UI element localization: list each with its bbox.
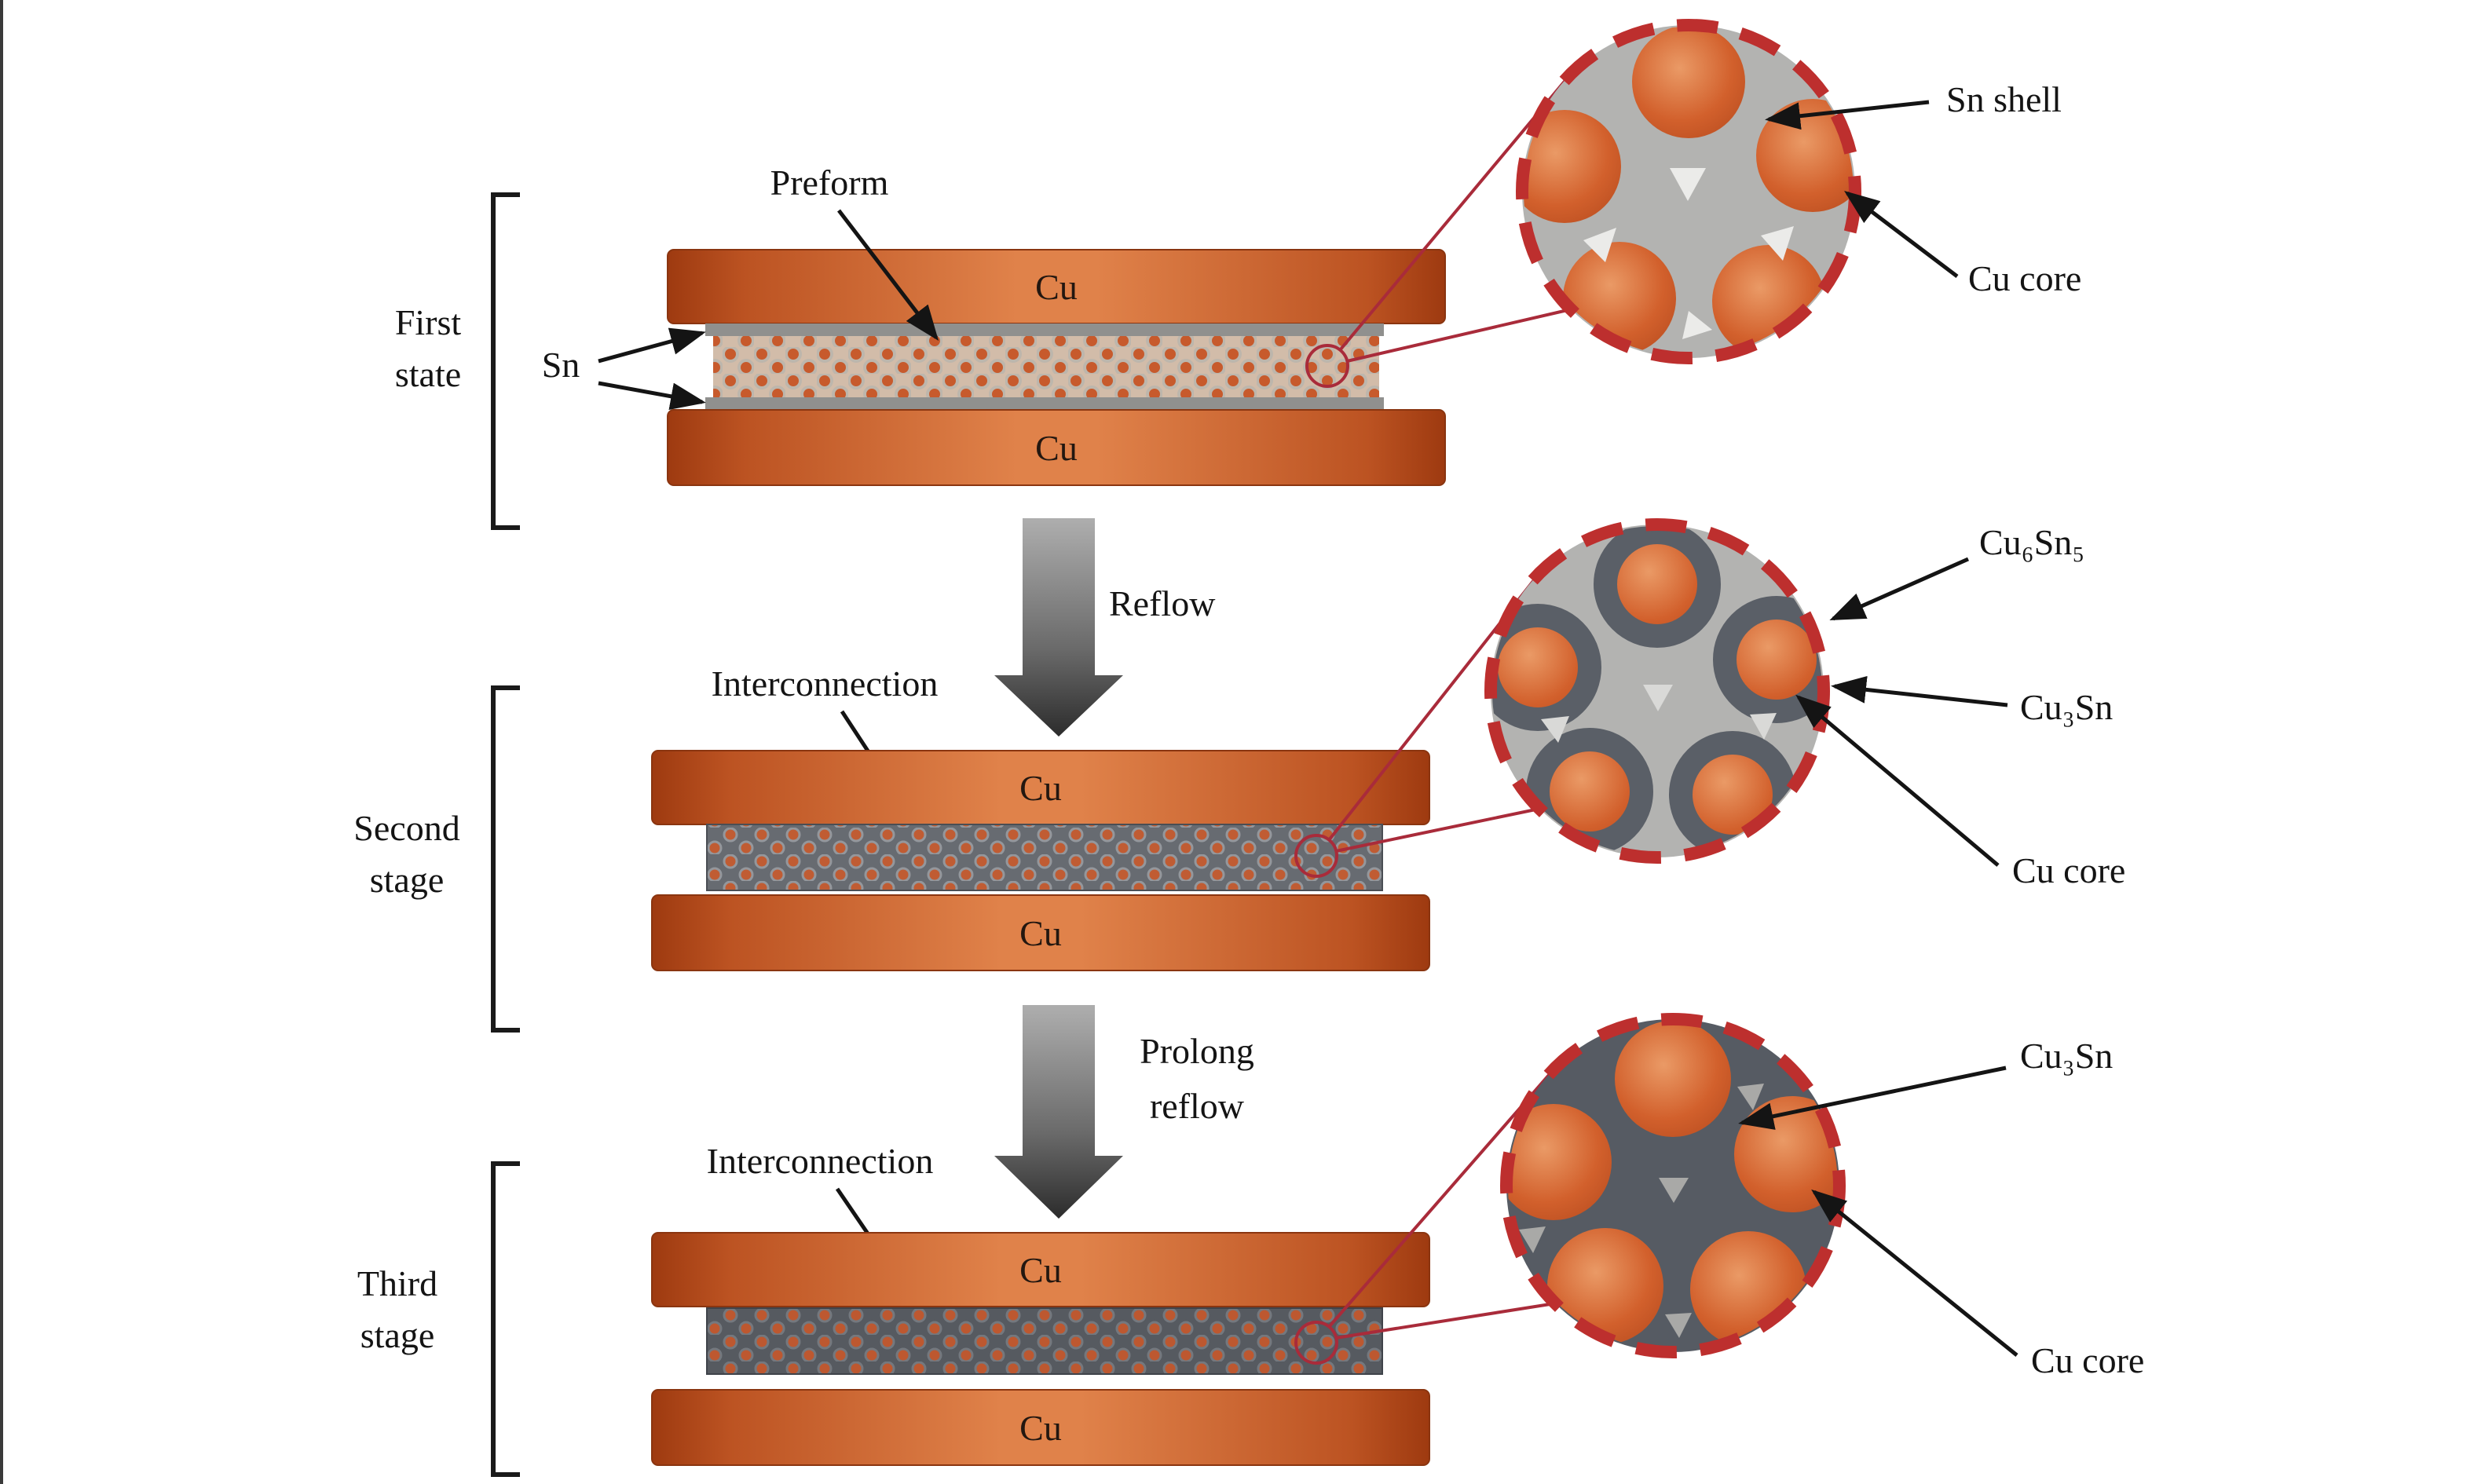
stage1-magnifier-circle — [1305, 344, 1349, 388]
interstitial-void — [1670, 168, 1706, 201]
stage3-cu-bottom-bar — [651, 1389, 1430, 1466]
stage3-interconnection-layer — [706, 1307, 1383, 1375]
stage3-cu-top-label: Cu — [1019, 1250, 1062, 1290]
reflow-label: Reflow — [1109, 583, 1216, 623]
reflow-down-arrow — [994, 518, 1123, 737]
zoom2-dashed-border — [1484, 518, 1830, 864]
stage2-cu-core-pointer-arrow — [1795, 694, 2000, 867]
interstitial-void — [1643, 685, 1673, 711]
stage2-bracket — [491, 685, 520, 1033]
cu-core-ringed — [1492, 604, 1601, 731]
stage3-zoom-circle — [1500, 1013, 1846, 1358]
stage2-interconnection-layer — [706, 824, 1383, 891]
stage1-cu-core-label: Cu core — [1968, 258, 2081, 298]
stage1-zoom-circle — [1516, 19, 1861, 364]
cu3sn-label-stage2: Cu₃Sn — [2020, 687, 2113, 727]
stage2-cu-bottom-label: Cu — [1019, 913, 1062, 953]
stage2-label-line1: Second — [353, 808, 459, 848]
stage2-label-line2: stage — [370, 860, 445, 900]
stage2-group: Second stage Interconnection Cu Cu — [353, 518, 2125, 1033]
residual-tin-speck — [1665, 1313, 1692, 1338]
stage3-cu-top-bar — [651, 1232, 1430, 1307]
sn-shell-pointer-arrow — [1765, 100, 1930, 130]
stage1-cu-top-label: Cu — [1035, 267, 1078, 307]
stage1-sn-label: Sn — [542, 345, 580, 385]
interstitial-void — [1583, 228, 1616, 262]
stage3-cu-core-label: Cu core — [2031, 1340, 2144, 1380]
stage3-cu-core-pointer-arrow — [1811, 1189, 2018, 1357]
stage2-interconnection-label: Interconnection — [712, 663, 939, 704]
stage3-magnifier-circle — [1294, 1321, 1338, 1365]
stage2-cu-core-label: Cu core — [2012, 850, 2125, 890]
residual-tin-speck — [1737, 1084, 1764, 1110]
stage2-zoom-circle — [1484, 518, 1830, 864]
prolong-reflow-label-line2: reflow — [1150, 1086, 1245, 1126]
stage3-label-line2: stage — [360, 1315, 435, 1355]
preform-pointer-arrow — [837, 209, 939, 341]
sn-pointer-arrow-top — [598, 327, 706, 364]
reflow-transition-group: Reflow — [994, 518, 1216, 737]
prolong-reflow-down-arrow — [994, 1005, 1123, 1219]
interstitial-void — [1761, 226, 1794, 261]
stage1-sn-layer-bottom — [705, 397, 1384, 410]
page-edge-line — [0, 0, 3, 1484]
cu-core-ringed — [1669, 731, 1796, 856]
stage2-cu-top-label: Cu — [1019, 768, 1062, 808]
stage2-magnifier-circle — [1294, 834, 1338, 878]
cu-core — [1712, 245, 1825, 356]
cu-core — [1615, 1021, 1731, 1137]
cu-core-ringed — [1594, 526, 1721, 648]
interstitial-void — [1682, 311, 1712, 339]
stage1-label-line1: First — [395, 302, 462, 342]
stage3-zoom-connector-bottom — [1335, 1302, 1556, 1340]
cu-core — [1508, 1104, 1612, 1220]
stage1-zoom-connector-bottom — [1346, 308, 1572, 363]
stage1-cu-core-pointer-arrow — [1844, 190, 1959, 278]
stage1-cu-bottom-bar — [667, 409, 1446, 486]
cu-core — [1547, 1228, 1663, 1344]
cu6sn5-label: Cu₆Sn₅ — [1979, 522, 2084, 562]
stage1-sn-layer-top — [705, 323, 1384, 336]
cu-core — [1690, 1231, 1806, 1347]
stage3-bracket — [491, 1161, 520, 1477]
cu-core-ringed — [1526, 728, 1653, 855]
cu3sn-pointer-arrow-stage2 — [1831, 675, 2008, 707]
stage1-preform-layer — [713, 336, 1379, 397]
stage3-group: Third stage Interconnection Cu Cu — [357, 1013, 2144, 1477]
residual-tin-speck — [1519, 1226, 1546, 1253]
prolong-reflow-label-line1: Prolong — [1140, 1031, 1254, 1071]
stage3-cu-bottom-label: Cu — [1019, 1408, 1062, 1448]
cu6sn5-pointer-arrow — [1829, 557, 1970, 621]
stage1-group: First state Cu Cu Sn Preform — [395, 19, 2081, 530]
cu-core-ringed — [1713, 596, 1822, 723]
cu-core — [1524, 110, 1621, 223]
prolong-reflow-transition-group: Prolong reflow — [994, 1005, 1254, 1219]
cu-core — [1632, 27, 1745, 138]
stage3-label-line1: Third — [357, 1263, 437, 1303]
stage1-label-line2: state — [395, 354, 461, 394]
residual-tin-speck — [1659, 1178, 1689, 1203]
sn-shell-label: Sn shell — [1946, 79, 2062, 119]
stage1-preform-label: Preform — [770, 163, 889, 203]
stage1-cu-bottom-label: Cu — [1035, 428, 1078, 468]
sn-pointer-arrow-bottom — [598, 381, 706, 411]
cu3sn-label-stage3: Cu₃Sn — [2020, 1036, 2113, 1076]
interstitial-void — [1541, 716, 1569, 743]
zoom3-dashed-border — [1500, 1013, 1846, 1358]
stage3-interconnection-label: Interconnection — [707, 1141, 934, 1181]
cu3sn-pointer-arrow-stage3 — [1738, 1065, 2007, 1130]
stage1-bracket — [491, 192, 520, 530]
stage2-zoom-connector-bottom — [1335, 807, 1540, 853]
interstitial-void — [1750, 713, 1777, 740]
stage2-cu-bottom-bar — [651, 894, 1430, 971]
